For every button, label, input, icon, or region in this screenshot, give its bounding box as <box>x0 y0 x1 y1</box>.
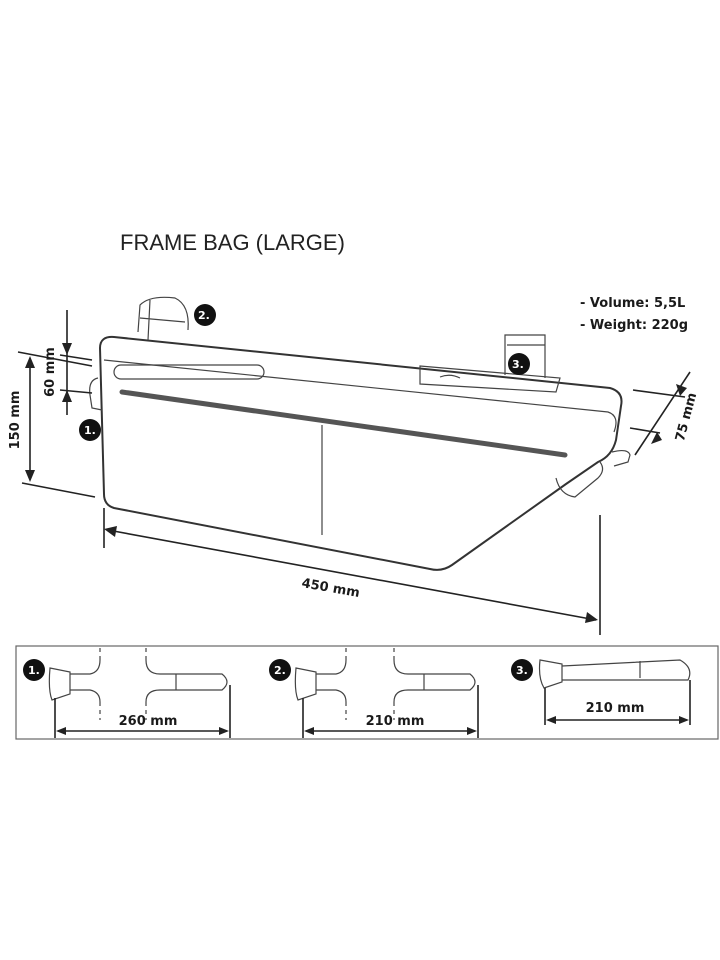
brand-logo <box>113 364 265 380</box>
svg-text:1.: 1. <box>84 424 96 437</box>
spec-volume: - Volume: 5,5L <box>580 296 685 311</box>
svg-text:450 mm: 450 mm <box>300 576 360 601</box>
zipper <box>119 389 568 458</box>
dimension-height-upper: 60 mm <box>43 310 93 415</box>
frame-bag <box>89 296 631 571</box>
callout-2: 2. <box>194 304 216 326</box>
svg-text:3.: 3. <box>516 664 528 677</box>
svg-text:3.: 3. <box>512 358 524 371</box>
callout-3: 3. <box>508 353 530 375</box>
specs: - Volume: 5,5L - Weight: 220g <box>580 296 688 333</box>
svg-text:260 mm: 260 mm <box>119 714 178 729</box>
svg-text:1.: 1. <box>28 664 40 677</box>
strap-panel: 1. 260 mm 2. 210 mm 3. 210 mm <box>15 645 719 740</box>
svg-text:75 mm: 75 mm <box>673 391 700 443</box>
svg-text:60 mm: 60 mm <box>43 347 58 397</box>
dimension-depth: 75 mm <box>629 371 700 456</box>
diagram-title: FRAME BAG (LARGE) <box>120 230 345 255</box>
svg-text:210 mm: 210 mm <box>586 701 645 716</box>
strap-2: 2. 210 mm <box>269 648 479 738</box>
strap-3: 3. 210 mm <box>511 659 691 725</box>
dimension-height-total: 150 mm <box>8 351 96 498</box>
svg-text:2.: 2. <box>198 309 210 322</box>
svg-text:150 mm: 150 mm <box>8 391 23 450</box>
svg-text:2.: 2. <box>274 664 286 677</box>
strap-1: 1. 260 mm <box>23 648 231 738</box>
svg-text:210 mm: 210 mm <box>366 714 425 729</box>
callout-1: 1. <box>79 419 101 441</box>
spec-weight: - Weight: 220g <box>580 318 688 333</box>
